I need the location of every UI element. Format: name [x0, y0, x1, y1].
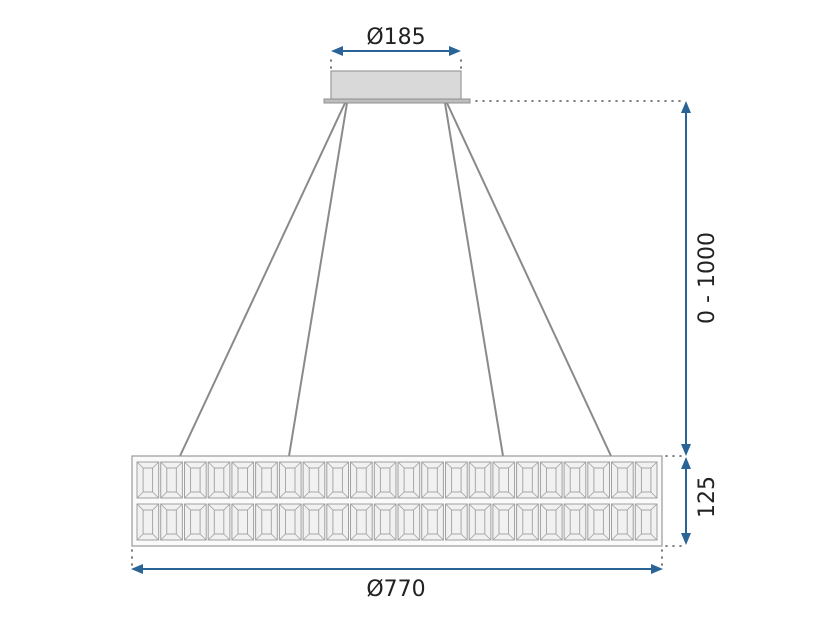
- crystal: [587, 461, 610, 499]
- ring-diameter-label: Ø770: [366, 577, 425, 602]
- crystal: [516, 461, 539, 499]
- crystal: [136, 461, 160, 499]
- crystal: [421, 503, 444, 541]
- leader-lines: [131, 59, 687, 567]
- crystal: [302, 503, 326, 541]
- arrow-right: [651, 564, 663, 574]
- crystal: [373, 461, 397, 499]
- crystal: [445, 503, 468, 541]
- dimension-canopy-diameter: Ø185: [331, 25, 461, 56]
- crystal: [587, 503, 610, 541]
- crystal: [255, 503, 278, 541]
- arrow-right: [449, 46, 461, 56]
- crystal: [207, 503, 231, 541]
- crystal: [136, 503, 160, 541]
- hanging-height-label: 0 - 1000: [695, 232, 720, 324]
- crystal: [445, 461, 468, 499]
- crystal: [350, 503, 373, 541]
- crystal: [468, 461, 492, 499]
- crystal: [611, 461, 634, 499]
- cable-outer-left: [179, 102, 346, 457]
- crystal: [302, 461, 326, 499]
- crystal: [184, 503, 207, 541]
- crystal: [492, 461, 516, 499]
- crystal: [278, 461, 302, 499]
- crystal: [634, 461, 658, 499]
- crystal-grid: [136, 461, 658, 541]
- crystal: [563, 461, 587, 499]
- canopy-diameter-label: Ø185: [366, 25, 425, 50]
- crystal: [516, 503, 539, 541]
- ring-height-label: 125: [695, 476, 720, 518]
- crystal: [563, 503, 587, 541]
- crystal: [634, 503, 658, 541]
- arrow-left: [331, 46, 343, 56]
- crystal: [326, 503, 349, 541]
- crystal: [326, 461, 349, 499]
- arrow-bottom: [681, 444, 691, 456]
- suspension-cables: [179, 102, 612, 457]
- crystal: [207, 461, 231, 499]
- arrow-top: [681, 101, 691, 113]
- canopy-base-plate: [323, 98, 471, 104]
- crystal: [468, 503, 492, 541]
- dimension-hanging-height: 0 - 1000: [681, 101, 720, 456]
- crystal: [231, 461, 255, 499]
- dimension-ring-diameter: Ø770: [131, 564, 663, 602]
- arrow-left: [131, 564, 143, 574]
- crystal: [373, 503, 397, 541]
- crystal: [492, 503, 516, 541]
- crystal: [539, 461, 563, 499]
- crystal: [350, 461, 373, 499]
- crystal: [184, 461, 207, 499]
- crystal: [421, 461, 444, 499]
- arrow-bottom: [681, 533, 691, 545]
- arrow-top: [681, 457, 691, 469]
- crystal-ring: [131, 455, 663, 547]
- crystal: [611, 503, 634, 541]
- crystal: [160, 461, 183, 499]
- ceiling-canopy: [323, 70, 471, 104]
- crystal: [231, 503, 255, 541]
- crystal: [160, 503, 183, 541]
- cable-outer-right: [446, 102, 612, 457]
- canopy-body: [330, 70, 462, 102]
- cable-inner-left: [288, 102, 348, 457]
- dimension-ring-height: 125: [681, 457, 720, 545]
- crystal: [397, 503, 421, 541]
- crystal: [539, 503, 563, 541]
- crystal: [255, 461, 278, 499]
- crystal: [397, 461, 421, 499]
- crystal: [278, 503, 302, 541]
- cable-inner-right: [444, 102, 504, 457]
